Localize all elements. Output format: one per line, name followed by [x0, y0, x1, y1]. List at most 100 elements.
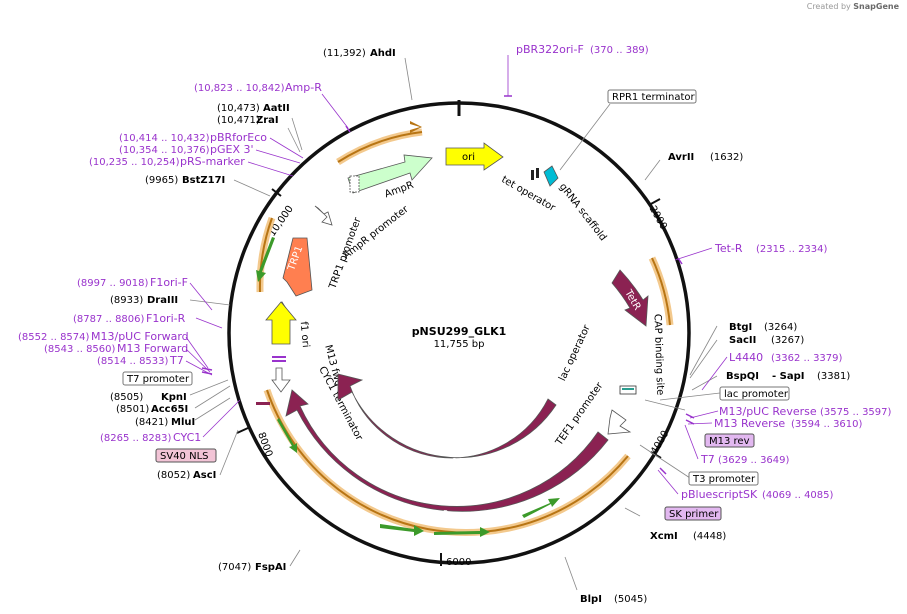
- enzyme-pos-acc65i: (8501): [116, 404, 149, 415]
- tet-operator-marker-2: [536, 168, 539, 178]
- tick-8000: [236, 427, 249, 434]
- sv40-nls-box: [155, 448, 217, 463]
- cas9-outer-feature: [285, 389, 609, 512]
- tick-label-4000: 4000: [649, 429, 671, 457]
- primer-name-pbluescriptsk: pBluescriptSK: [681, 488, 758, 501]
- enzyme-pos-mlui: (8421): [135, 417, 168, 428]
- orf-arrow-3: [522, 498, 560, 518]
- lac-operator-label: lac operator: [557, 323, 593, 383]
- primer-name-pbr322ori-f: pBR322ori-F: [516, 43, 584, 56]
- primer-ticks: [201, 95, 695, 475]
- enzyme-pos-btgi: (3264): [764, 322, 797, 333]
- primer-pos-pbr322ori-f: (370 .. 389): [590, 45, 649, 56]
- enzyme-pos-ahdi: (11,392): [323, 48, 366, 59]
- primer-pos-m13puc-reverse: (3575 .. 3597): [820, 407, 892, 418]
- primer-pos-l4440: (3362 .. 3379): [771, 353, 843, 364]
- enzyme-pos-xcmi: (4448): [693, 531, 726, 542]
- primer-pos-tet-r: (2315 .. 2334): [756, 244, 828, 255]
- m13-fwd-marker-2: [272, 360, 286, 362]
- t7-promoter-label: T7 promoter: [126, 374, 190, 385]
- m13-rev-label: M13 rev: [709, 436, 750, 447]
- orf-track-right-core: [651, 257, 671, 326]
- enzyme-name-kpni: KpnI: [161, 392, 187, 403]
- primer-name-pgex3: pGEX 3': [210, 143, 254, 156]
- enzyme-name-bspqi: BspQI: [726, 371, 759, 382]
- enzyme-name-bstz17i: BstZ17I: [182, 175, 225, 186]
- orf-arrows: [256, 121, 560, 537]
- enzyme-name-asci: AscI: [193, 470, 216, 481]
- orf-arrow-2: [434, 527, 490, 537]
- t7-promoter-box: [122, 371, 193, 386]
- enzyme-name-btgi: BtgI: [729, 322, 752, 333]
- enzyme-name-acc65i: Acc65I: [151, 404, 188, 415]
- credit-prefix: Created by: [806, 2, 851, 11]
- rpr1-terminator-box: [607, 89, 697, 104]
- orf-track-bottom-core: [266, 389, 629, 534]
- f1-ori-label: f1 ori: [298, 321, 311, 348]
- enzyme-name-ahdi: AhdI: [370, 48, 396, 59]
- enzyme-name-fspai: FspAI: [255, 562, 286, 573]
- ampr-promoter-feature: [314, 205, 333, 226]
- primer-name-tet-r: Tet-R: [714, 242, 743, 255]
- primer-pos-t7: (8514 .. 8533): [97, 356, 169, 367]
- t3-promoter-label: T3 promoter: [692, 474, 756, 485]
- plasmid-name: pNSU299_GLK1: [412, 325, 507, 338]
- lac-operator-stripe: [622, 388, 634, 390]
- enzyme-pos-bspqi: (3381): [817, 371, 850, 382]
- enzyme-pos-draiii: (8933): [110, 295, 143, 306]
- tick-2000: [648, 198, 661, 206]
- enzyme-pos-zrai: (10,471): [217, 115, 260, 126]
- primer-name-l4440: L4440: [729, 351, 763, 364]
- cyc1-terminator-feature: [271, 367, 291, 393]
- primer-name-cyc1: CYC1: [173, 431, 201, 444]
- primer-pos-prs-marker: (10,235 .. 10,254): [89, 157, 180, 168]
- primer-name-pbrforeco: pBRforEco: [210, 131, 267, 144]
- trp1-feature: [282, 237, 313, 297]
- ori-feature: [445, 142, 504, 171]
- orf-arrow-5: [256, 237, 275, 282]
- cas9-outer-label: Cas9: [424, 509, 449, 520]
- primer-pos-t7-right: (3629 .. 3649): [718, 455, 790, 466]
- primer-pos-pbrforeco: (10,414 .. 10,432): [119, 133, 210, 144]
- orf-tracks: [256, 128, 674, 536]
- grna-scaffold-feature: [543, 165, 559, 187]
- enzyme-pos-asci: (8052): [157, 470, 190, 481]
- enzyme-name-avrii: AvrII: [668, 152, 694, 163]
- enzyme-name-xcmi: XcmI: [650, 531, 678, 542]
- enzyme-pos-sacii: (3267): [771, 335, 804, 346]
- primer-pos-f1ori-r: (8787 .. 8806): [73, 314, 145, 325]
- tef1-promoter-feature: [607, 409, 632, 435]
- orf-arrow-4: [277, 418, 297, 453]
- enzyme-pos-blpi: (5045): [614, 594, 647, 605]
- enzyme-name-sacii: SacII: [729, 335, 756, 346]
- snapgene-credit: Created by SnapGene: [807, 2, 899, 11]
- ampr-feature: [347, 154, 433, 194]
- enzyme-extra-sapi: - SapI: [772, 371, 804, 382]
- tet-operator-marker: [531, 170, 534, 180]
- enzyme-pos-fspai: (7047): [218, 562, 251, 573]
- primer-name-t7: T7: [169, 354, 184, 367]
- primer-pos-pgex3: (10,354 .. 10,376): [119, 145, 210, 156]
- m13-fwd-marker: [272, 356, 286, 358]
- enzyme-name-aatii: AatII: [263, 103, 290, 114]
- lac-promoter-box: [719, 386, 790, 401]
- primer-name-m13puc-reverse: M13/pUC Reverse: [719, 405, 817, 418]
- enzyme-pos-kpni: (8505): [110, 392, 143, 403]
- cas9-inner-feature: [337, 373, 557, 459]
- sv40-nls-label: SV40 NLS: [160, 451, 209, 462]
- primer-pos-f1ori-f: (8997 .. 9018): [77, 278, 149, 289]
- primer-pos-cyc1: (8265 .. 8283): [100, 433, 172, 444]
- enzyme-name-zrai: ZraI: [256, 115, 279, 126]
- tick-10000: [271, 188, 282, 197]
- enzyme-pos-bstz17i: (9965): [145, 175, 178, 186]
- leader-lines: [189, 57, 721, 591]
- tetr-feature: [611, 269, 649, 327]
- primer-labels: pBR322ori-F (370 .. 389) (10,823 .. 10,8…: [18, 43, 892, 501]
- primer-name-f1ori-f: F1ori-F: [150, 276, 188, 289]
- tick-label-6000: 6000: [446, 557, 471, 568]
- t3-promoter-box: [688, 471, 759, 486]
- enzyme-name-draiii: DraIII: [147, 295, 178, 306]
- m13-rev-box: [704, 433, 755, 448]
- orf-track-left-core: [258, 217, 273, 293]
